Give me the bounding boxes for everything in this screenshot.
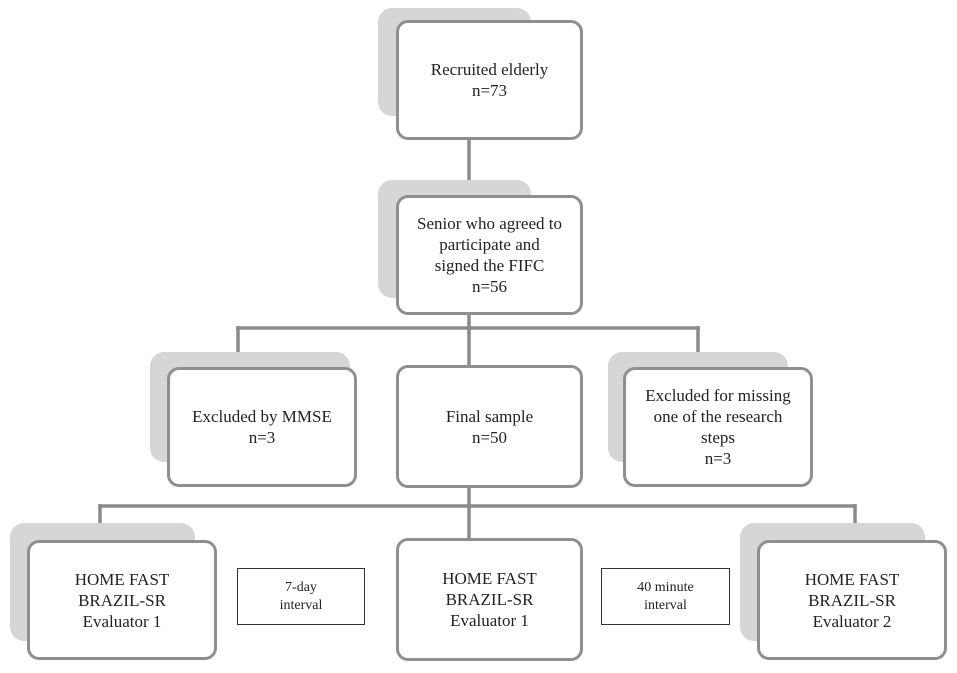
node-line: BRAZIL-SR — [78, 590, 166, 610]
node-count: n=50 — [471, 427, 508, 447]
node-final-sample: Final sample n=50 — [396, 365, 583, 488]
note-line: 40 minute — [637, 579, 694, 595]
note-7-day-interval: 7-day interval — [237, 568, 365, 625]
node-line: Evaluator 2 — [812, 611, 892, 631]
node-line: HOME FAST — [804, 569, 900, 589]
node-count: n=3 — [704, 449, 732, 468]
node-line: BRAZIL-SR — [808, 590, 896, 610]
note-line: interval — [279, 597, 323, 613]
node-line: Excluded by MMSE — [192, 407, 332, 426]
node-agreed-signed: Senior who agreed to participate and sig… — [396, 195, 583, 315]
note-line: interval — [644, 597, 687, 613]
node-line: HOME FAST — [74, 569, 170, 589]
node-count: n=3 — [248, 428, 276, 447]
node-line: one of the research — [653, 407, 783, 426]
node-line: participate and — [439, 235, 540, 254]
node-line: steps — [701, 428, 735, 447]
node-line: Evaluator 1 — [450, 611, 529, 630]
node-recruited-elderly: Recruited elderly n=73 — [396, 20, 583, 140]
node-excluded-missing: Excluded for missing one of the research… — [623, 367, 813, 487]
node-line: Excluded for missing — [645, 386, 791, 405]
node-home-fast-evaluator-1a: HOME FAST BRAZIL-SR Evaluator 1 — [27, 540, 217, 660]
node-line: signed the FIFC — [434, 256, 545, 275]
node-excluded-mmse: Excluded by MMSE n=3 — [167, 367, 357, 487]
node-line: HOME FAST — [442, 569, 537, 588]
node-line: Recruited elderly — [430, 60, 549, 79]
node-count: n=56 — [471, 277, 508, 296]
note-line: 7-day — [285, 579, 317, 595]
node-home-fast-evaluator-2: HOME FAST BRAZIL-SR Evaluator 2 — [757, 540, 947, 660]
node-line: Final sample — [445, 406, 534, 426]
node-line: Senior who agreed to — [417, 214, 562, 233]
node-line: Evaluator 1 — [82, 611, 162, 631]
node-line: BRAZIL-SR — [445, 590, 534, 609]
node-home-fast-evaluator-1b: HOME FAST BRAZIL-SR Evaluator 1 — [396, 538, 583, 661]
node-count: n=73 — [471, 81, 508, 100]
note-40-minute-interval: 40 minute interval — [601, 568, 730, 625]
